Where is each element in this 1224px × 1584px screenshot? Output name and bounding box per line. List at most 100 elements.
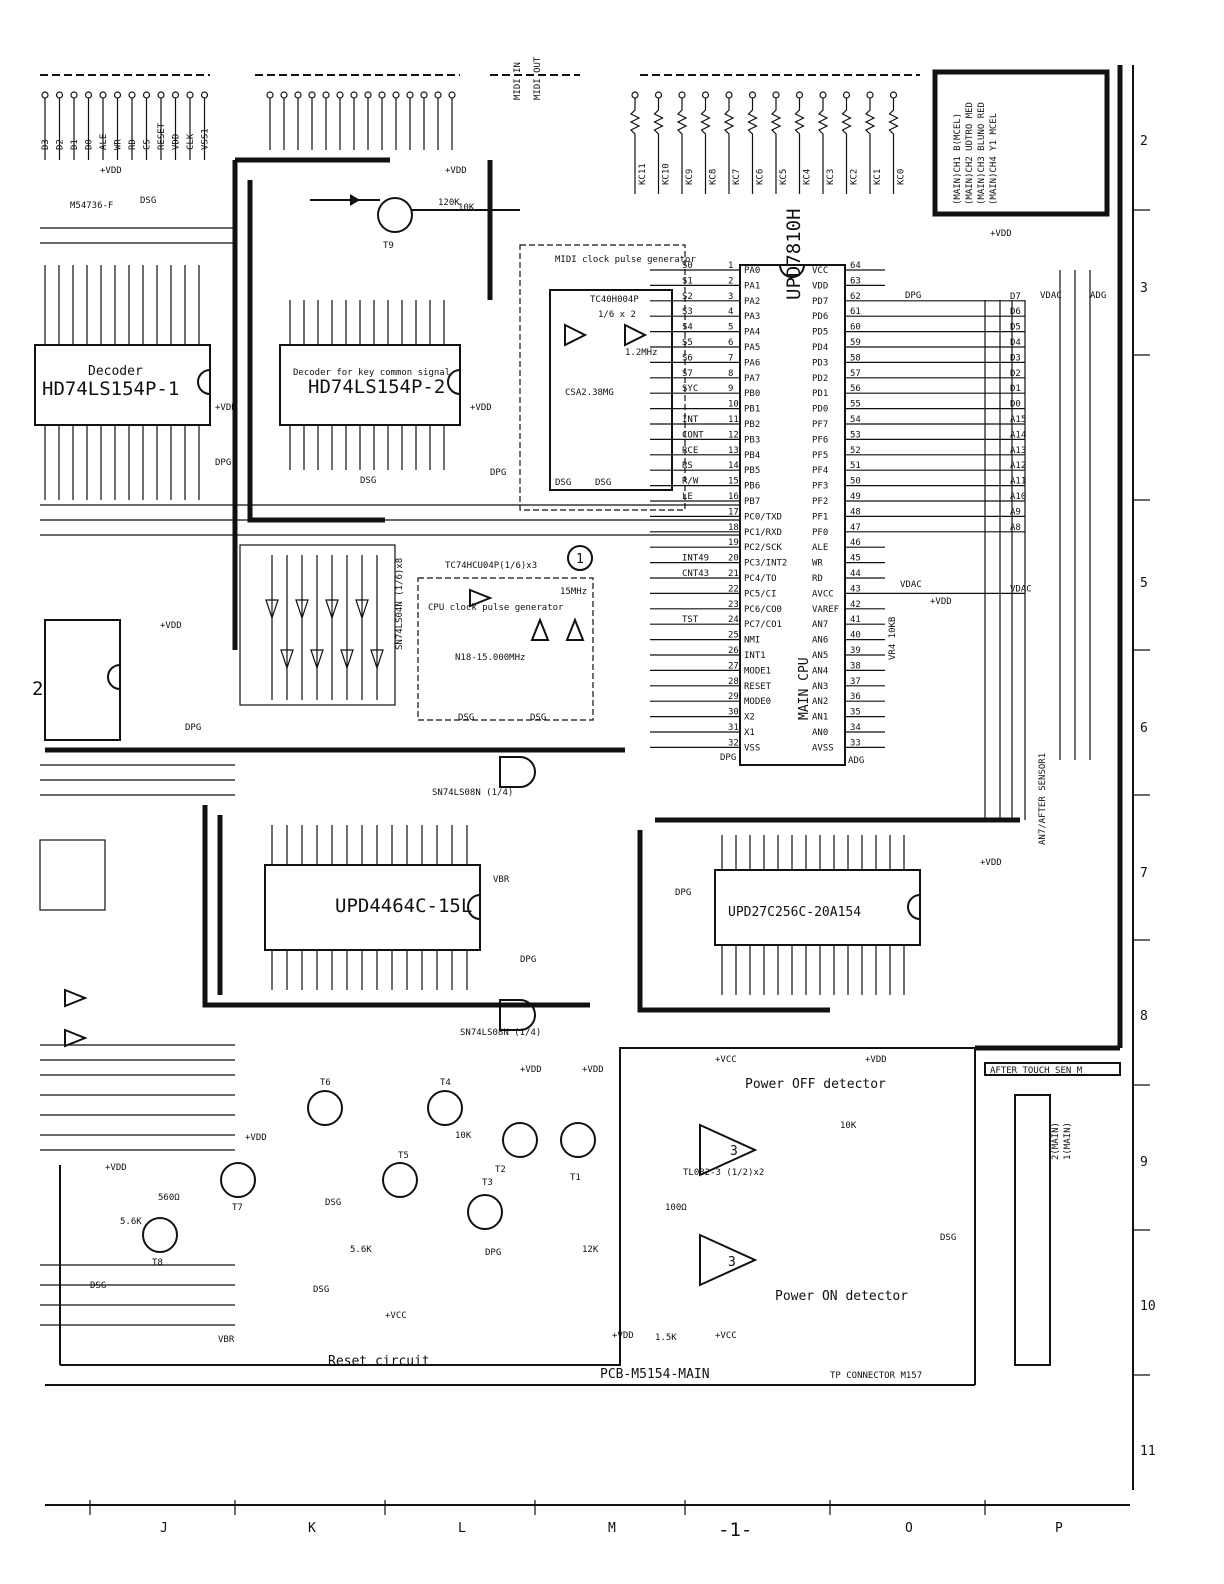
cpu-pin-name: PF1 [812, 512, 828, 522]
key-line-label: KC10 [662, 163, 672, 185]
connector-pin-label: VDD [172, 134, 182, 150]
cpu-pin-number: 40 [850, 631, 861, 641]
cpu-pin-number: 49 [850, 492, 861, 502]
cpu-net-label: A10 [1010, 492, 1026, 502]
midi-out-label: MIDI OUT [533, 56, 543, 100]
resistor [841, 98, 852, 194]
sheet-frame [45, 65, 1150, 1515]
cpu-pin-number: 25 [728, 631, 739, 641]
left-edge-fragments: 2 +VDD DPG [32, 619, 201, 1048]
cpu-pin-number: 15 [728, 477, 739, 487]
vdac-label: VDAC [900, 580, 922, 590]
row-label: 6 [1140, 721, 1148, 736]
crystal-label: N18-15.000MHz [455, 653, 525, 663]
connector-pin [322, 91, 330, 99]
resistor-label: 100Ω [665, 1203, 687, 1213]
connector-pin [748, 91, 757, 99]
cpu-pin-number: 55 [850, 400, 861, 410]
connector-pin-label: WR [114, 139, 124, 150]
rom-part: UPD27C256C-20A154 [728, 905, 861, 920]
resistor [794, 98, 805, 194]
connector-pin [866, 91, 874, 99]
cpu-pin-number: 58 [850, 353, 861, 363]
dsg-label: DSG [140, 196, 156, 206]
connector-pin [142, 91, 151, 99]
cpu-pin-number: 33 [850, 738, 861, 748]
signal-wires [40, 227, 1091, 1326]
connector-pin [266, 91, 274, 99]
block-freq: 1.2MHz [625, 348, 658, 358]
vdd-label: +VDD [105, 1163, 127, 1173]
cpu-pin-number: 12 [728, 430, 739, 440]
cpu-pin-name: X1 [744, 728, 755, 738]
cpu-pin-name: PA2 [744, 297, 760, 307]
cpu-pin-number: 50 [850, 477, 861, 487]
vdd-label: +VDD [990, 229, 1012, 239]
vcc-label: +VCC [715, 1055, 737, 1065]
transistor-label: T5 [398, 1151, 409, 1161]
cpu-pin-number: 53 [850, 430, 861, 440]
after-touch-label: AN7/AFTER SENSOR1 [1038, 753, 1048, 845]
cpu-pin-name: PD5 [812, 328, 828, 338]
cpu-pin-number: 13 [728, 446, 739, 456]
resistor [723, 98, 735, 194]
cpu-pin-number: 36 [850, 692, 861, 702]
connector-pin [41, 91, 49, 99]
resistor-label: 120K [438, 198, 460, 208]
cpu-pin-number: 20 [728, 554, 739, 564]
key-line-label: KC9 [685, 169, 695, 185]
cpu-pin-name: PF5 [812, 451, 828, 461]
panel-title: AFTER TOUCH SEN M [990, 1066, 1083, 1076]
cpu-pin-number: 18 [728, 523, 739, 533]
key-line-label: KC0 [897, 169, 907, 185]
right-bottom-panel: AFTER TOUCH SEN M 1(MAIN) 2(MAIN) [984, 1062, 1121, 1366]
ram-chip: UPD4464C-15L VBR DPG [264, 864, 536, 965]
transistor-label: T8 [152, 1258, 163, 1268]
cpu-pin-name: RESET [744, 682, 772, 692]
cpu-clock-generator: TC74HCU04P(1/6)x3 CPU clock pulse genera… [417, 545, 594, 723]
transistor-label: T7 [232, 1203, 243, 1213]
vbr-label: VBR [218, 1335, 235, 1345]
cpu-net-label: A8 [1010, 523, 1021, 533]
vdd-label: +VDD [980, 858, 1002, 868]
reset-caption: Reset circuit [328, 1354, 430, 1369]
resistor [629, 98, 641, 194]
cpu-net-label: SYC [682, 384, 698, 394]
cpu-net-label: A15 [1010, 415, 1026, 425]
channel-list: (MAIN)CH1 B(MCEL)(MAIN)CH2 UDTRO MED(MAI… [953, 102, 999, 205]
cpu-pin-name: AN6 [812, 636, 828, 646]
cpu-part: UPD7810H [783, 208, 805, 300]
chip-label: M54736-F [70, 201, 113, 211]
cpu-pin-number: 22 [728, 584, 739, 594]
transistor-label: T3 [482, 1178, 493, 1188]
power-off-detector: 3 Power OFF detector TL082-3 (1/2)x2 [683, 1077, 886, 1178]
cpu-pin-name: MODE0 [744, 697, 771, 707]
cpu-pin-number: 62 [850, 292, 861, 302]
cpu-pin-number: 59 [850, 338, 861, 348]
cpu-pin-name: PF7 [812, 420, 828, 430]
cpu-pin-name: PF2 [812, 497, 828, 507]
resistor-label: 1.5K [655, 1333, 677, 1343]
cpu-pin-name: PB2 [744, 420, 760, 430]
cpu-pin-number: 28 [728, 677, 739, 687]
dsg-label: DSG [360, 476, 376, 486]
key-line-label: KC2 [850, 169, 860, 185]
vdd-label: +VDD [582, 1065, 604, 1075]
cpu-pin-name: PA7 [744, 374, 760, 384]
dsg-label: DSG [325, 1198, 341, 1208]
cpu-pin-number: 30 [728, 708, 739, 718]
cpu-net-label: A11 [1010, 477, 1026, 487]
resistor-label: 10K [458, 203, 475, 213]
power-on-label: Power ON detector [775, 1289, 908, 1304]
gate-label: SN74LS08N (1/4) [460, 1028, 541, 1038]
decoder-part: HD74LS154P-1 [42, 378, 179, 400]
cpu-pin-name: PC1/RXD [744, 528, 782, 538]
cpu-pin-name: PA0 [744, 266, 760, 276]
cpu-pin-name: PA5 [744, 343, 760, 353]
and-gate-1: SN74LS08N (1/4) [432, 756, 536, 798]
row-label: 10 [1140, 1299, 1156, 1314]
cpu-pin-name: AN3 [812, 682, 828, 692]
cpu-pin-number: 5 [728, 323, 733, 333]
